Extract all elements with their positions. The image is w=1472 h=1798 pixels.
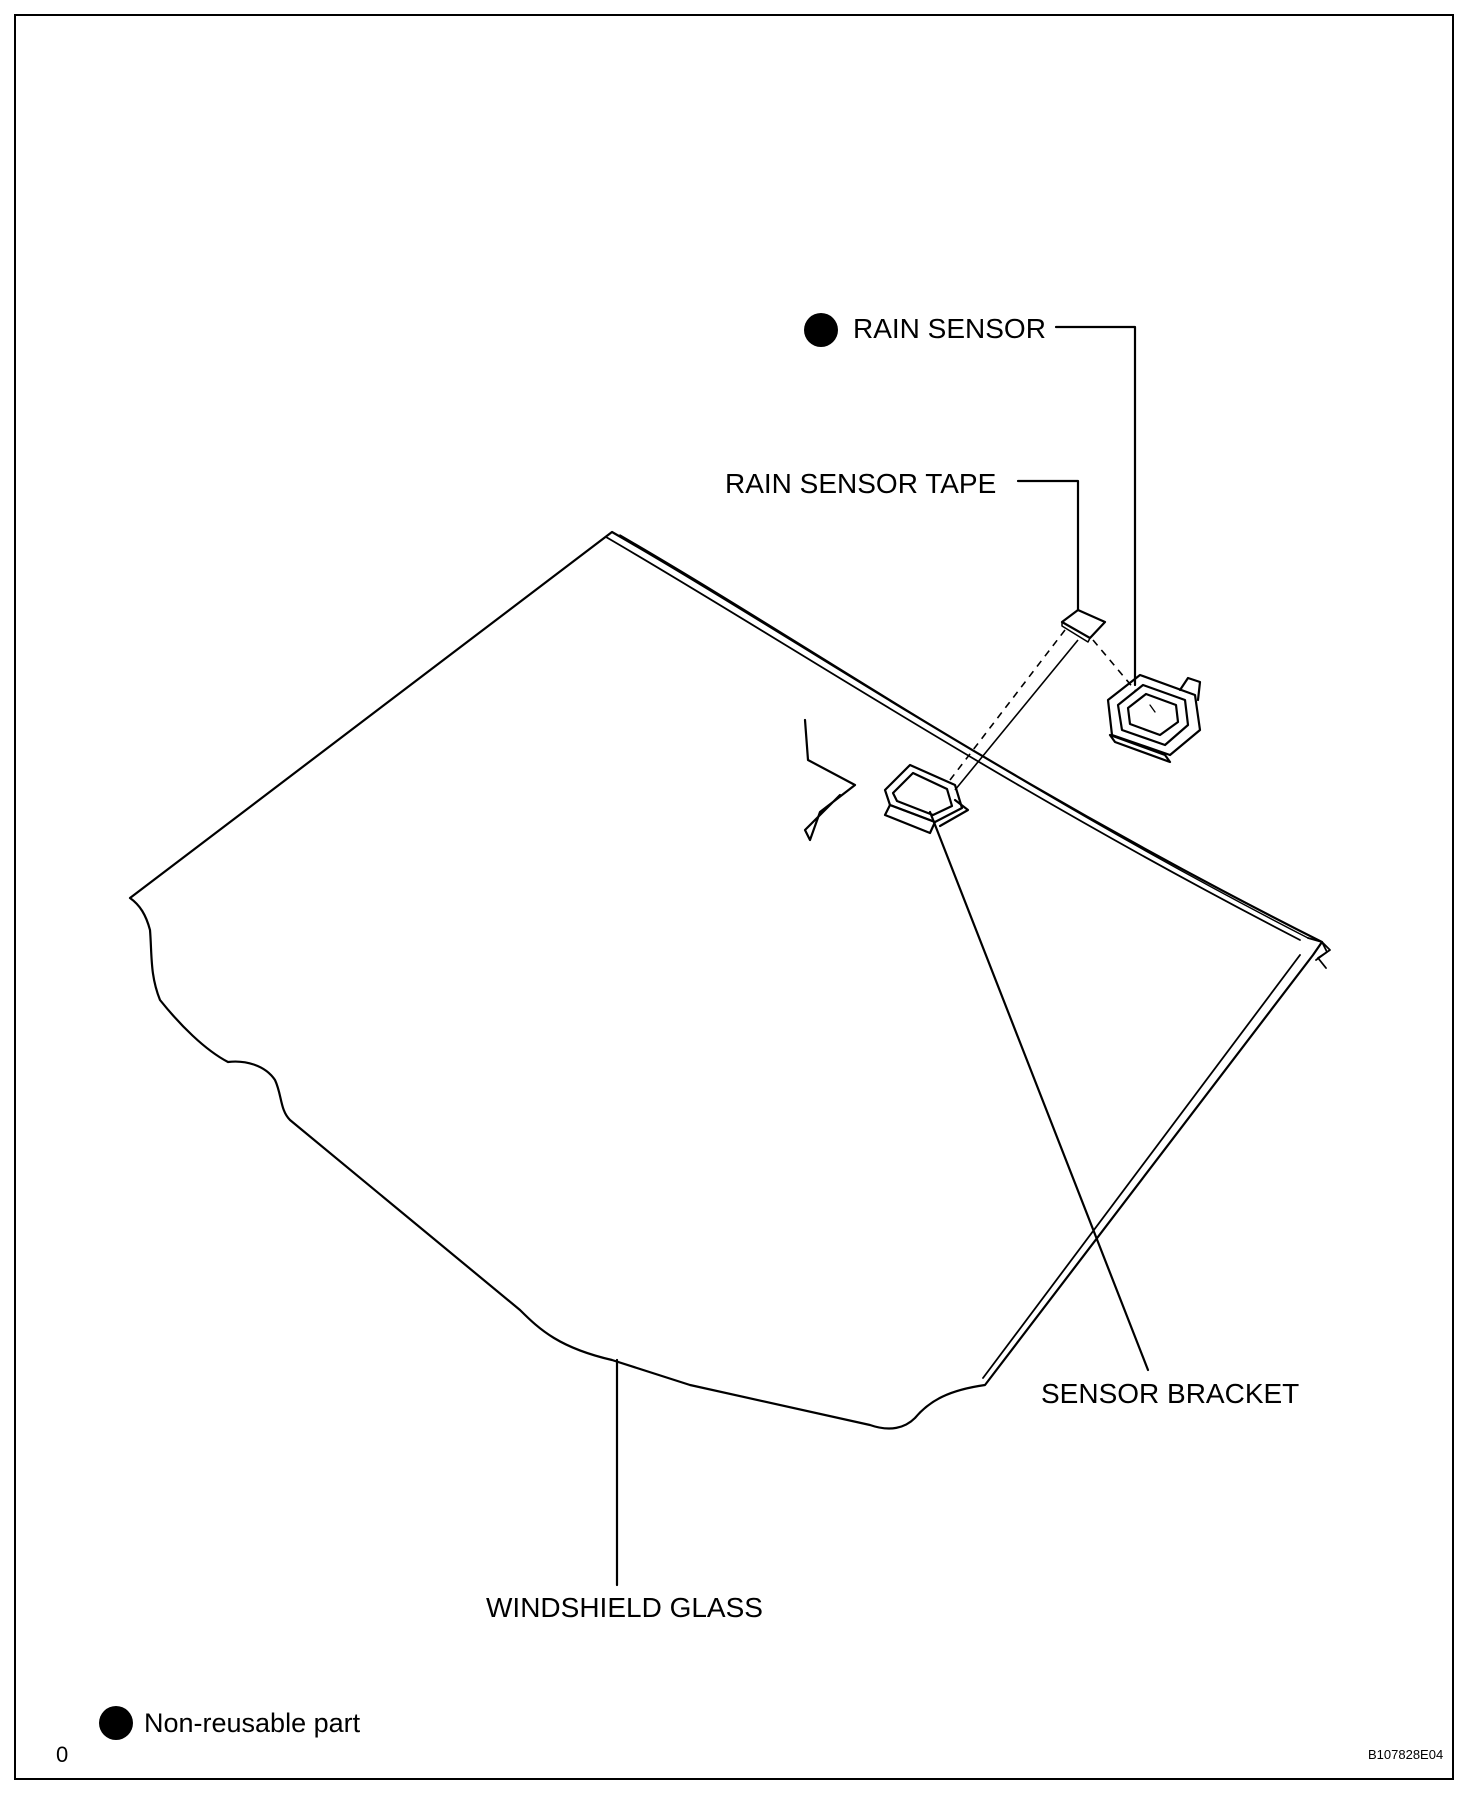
- non-reusable-legend-label: Non-reusable part: [144, 1708, 361, 1738]
- windshield-top-molding-inner: [619, 534, 1309, 939]
- rain-sensor-tape-leader: [1016, 479, 1080, 612]
- figure-code: B107828E04: [1368, 1747, 1444, 1762]
- sensor-bracket-leader: [928, 810, 1150, 1372]
- rain-sensor-leader: [1054, 325, 1137, 687]
- corner-mark: 0: [56, 1742, 69, 1767]
- molding-clip: [1307, 937, 1328, 961]
- windshield-glass-outline: [128, 530, 1324, 1430]
- wiring-strip: [803, 718, 857, 842]
- tape-to-bracket-dash-2: [954, 639, 1079, 791]
- rain-sensor-label: RAIN SENSOR: [853, 313, 1046, 344]
- rain-sensor-tape-shape: [1060, 608, 1107, 640]
- windshield-glass-label: WINDSHIELD GLASS: [486, 1592, 763, 1623]
- windshield-side-molding: [982, 954, 1301, 1379]
- rain-sensor-tape-label: RAIN SENSOR TAPE: [725, 468, 997, 499]
- tape-to-sensor-dash: [1092, 639, 1136, 691]
- sensor-bracket-shape: [883, 763, 970, 835]
- windshield-top-molding: [605, 536, 1301, 941]
- rain-sensor-shape: [1106, 673, 1202, 764]
- diagram-frame: [14, 14, 1454, 1780]
- sensor-bracket-label: SENSOR BRACKET: [1041, 1378, 1300, 1409]
- non-reusable-legend-marker: [99, 1706, 133, 1740]
- tape-to-bracket-dash: [949, 629, 1066, 781]
- non-reusable-marker-rain-sensor: [804, 313, 838, 347]
